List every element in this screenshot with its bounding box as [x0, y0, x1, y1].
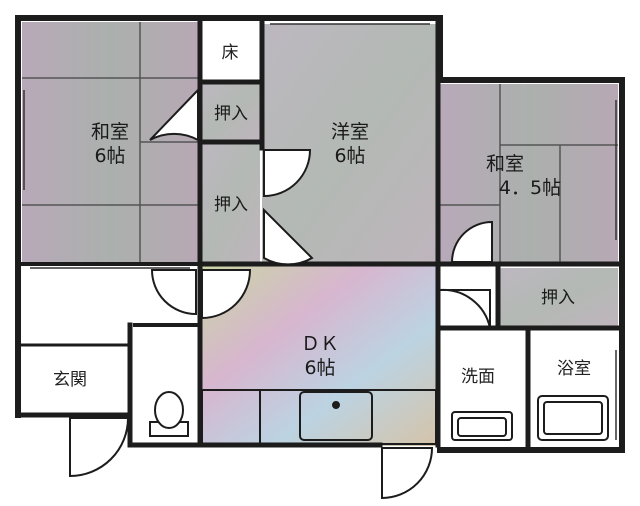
bathtub	[537, 395, 609, 441]
door-swing-entrance	[69, 417, 130, 478]
door-swing-right-room	[450, 220, 493, 263]
youshitsu-size: 6帖	[334, 145, 365, 167]
room-toko	[200, 22, 260, 80]
door-swing-left-room	[149, 87, 199, 142]
washitsu-left-name: 和室	[91, 121, 129, 143]
dk-size: 6帖	[304, 357, 335, 379]
yokushitsu-label: 浴室	[557, 359, 591, 379]
room-youshitsu	[262, 24, 438, 264]
youshitsu-name: 洋室	[331, 121, 369, 143]
room-closet-left-top	[200, 84, 260, 140]
doors	[69, 87, 493, 500]
tatami-lines-left	[22, 22, 198, 262]
door-swing-youshitsu-2	[263, 207, 314, 266]
windows	[23, 23, 617, 440]
washitsu-left-size: 6帖	[94, 145, 125, 167]
washitsu-right-name: 和室	[486, 153, 524, 175]
toilet	[149, 391, 189, 437]
door-swing-dk	[201, 269, 252, 320]
washitsu-right-size: 4．5帖	[499, 177, 561, 199]
toko-label: 床	[222, 43, 239, 63]
room-closet-left	[200, 144, 260, 262]
kitchen-sink	[299, 391, 373, 441]
closet-right-label: 押入	[541, 288, 575, 308]
door-swing-senmen	[439, 288, 491, 329]
door-swing-toilet	[150, 269, 197, 316]
washbasin	[451, 411, 513, 441]
door-swing-youshitsu	[263, 149, 312, 198]
kitchen-counter	[201, 389, 437, 445]
closet-mid-label: 押入	[214, 104, 248, 124]
senmen-label: 洗面	[461, 367, 495, 387]
tatami-lines-right	[440, 84, 618, 264]
room-closet-right	[500, 268, 618, 326]
closet-left-label: 押入	[214, 195, 248, 215]
door-swing-back	[381, 447, 434, 500]
dk-name: ＤＫ	[301, 333, 339, 355]
genkan-label: 玄関	[53, 370, 87, 390]
